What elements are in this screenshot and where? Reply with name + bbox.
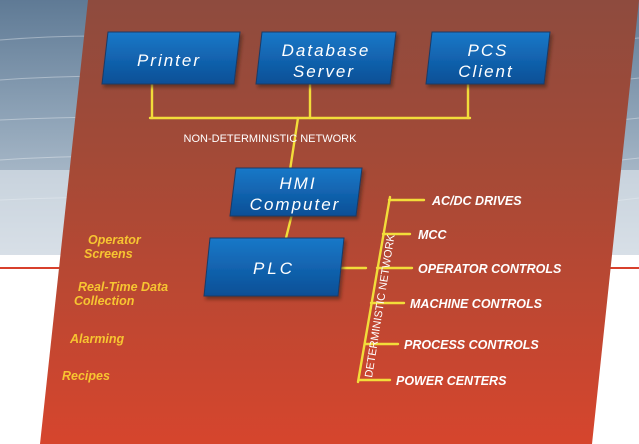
wire-bus-to-hmi	[288, 116, 300, 172]
device-label: MACHINE CONTROLS	[410, 297, 543, 311]
wire-hmi-to-plc	[284, 212, 294, 240]
plc-function-line: Collection	[74, 294, 135, 308]
device-label: POWER CENTERS	[396, 374, 507, 388]
device-label: AC/DC DRIVES	[431, 194, 522, 208]
node-plc: PLC	[203, 237, 345, 297]
hmi-computer-label-line2: Computer	[250, 195, 341, 214]
pcs-client-label-line1: PCS	[468, 41, 509, 60]
non-deterministic-network-label: NON-DETERMINISTIC NETWORK	[184, 133, 358, 145]
device-label: PROCESS CONTROLS	[404, 338, 539, 352]
wiring	[148, 78, 472, 384]
database-server-box	[255, 31, 397, 85]
plc-box	[203, 237, 345, 297]
plc-function-label: Recipes	[62, 369, 110, 383]
plc-function-line: Real-Time Data	[78, 280, 168, 294]
node-printer: Printer	[101, 31, 241, 85]
hmi-computer-box	[229, 167, 363, 217]
database-server-label-line1: Database	[282, 41, 371, 60]
plc-function-line: Operator	[88, 233, 142, 247]
plc-function-line: Alarming	[69, 332, 125, 346]
device-list: AC/DC DRIVES MCC OPERATOR CONTROLS MACHI…	[396, 194, 562, 388]
database-server-label-line2: Server	[293, 62, 355, 81]
diagram-panel	[40, 0, 639, 444]
device-label: OPERATOR CONTROLS	[418, 262, 562, 276]
device-label: MCC	[418, 228, 447, 242]
wire-deterministic-trunk	[356, 195, 392, 384]
pcs-client-label-line2: Client	[458, 62, 513, 81]
printer-label: Printer	[137, 51, 201, 70]
plc-label: PLC	[253, 259, 295, 278]
hmi-computer-label-line1: HMI	[279, 174, 316, 193]
printer-box	[101, 31, 241, 85]
node-database-server: Database Server	[255, 31, 397, 85]
node-pcs-client: PCS Client	[425, 31, 551, 85]
plc-function-line: Recipes	[62, 369, 110, 383]
node-hmi-computer: HMI Computer	[229, 167, 363, 217]
pcs-client-box	[425, 31, 551, 85]
plc-function-line: Screens	[84, 247, 133, 261]
plc-function-label: Alarming	[69, 332, 125, 346]
